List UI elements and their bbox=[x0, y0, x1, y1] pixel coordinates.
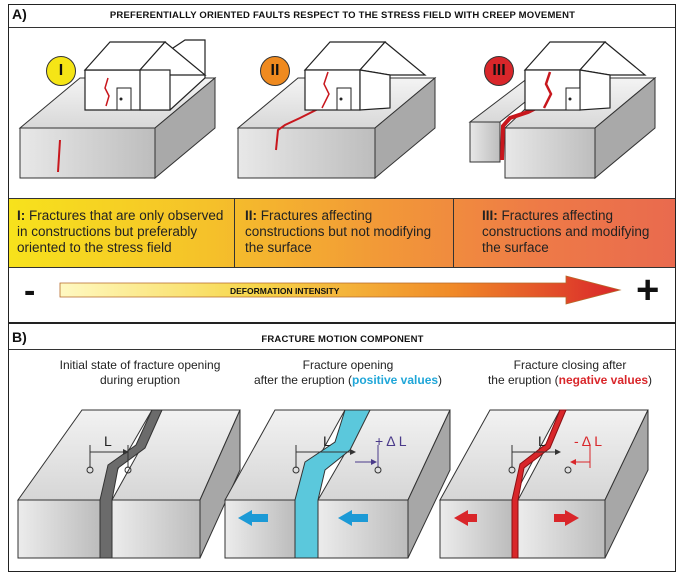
motion-block-closing bbox=[439, 409, 649, 559]
deformation-arrow bbox=[59, 275, 622, 305]
length-label-3: L bbox=[538, 433, 546, 449]
plus-sign: + bbox=[636, 268, 660, 312]
stage-3-badge: III bbox=[484, 56, 514, 86]
stage-3-bold: III: bbox=[482, 208, 498, 223]
panel-a-title: PREFERENTIALLY ORIENTED FAULTS RESPECT T… bbox=[109, 10, 576, 21]
panel-b-title: FRACTURE MOTION COMPONENT bbox=[261, 334, 424, 345]
motion-block-opening bbox=[224, 409, 451, 559]
caption-opening: Fracture opening after the eruption (pos… bbox=[253, 358, 443, 387]
panel-b-title-divider bbox=[9, 349, 675, 350]
panel-divider bbox=[9, 322, 675, 324]
stage-2-house bbox=[303, 41, 427, 111]
length-label-1: L bbox=[104, 433, 112, 449]
caption-initial: Initial state of fracture opening during… bbox=[59, 358, 221, 387]
stage-3-house bbox=[523, 41, 647, 111]
stage-2-text: Fractures affecting constructions but no… bbox=[245, 208, 432, 255]
length-label-2: L bbox=[323, 433, 331, 449]
stage-illustrations bbox=[18, 39, 657, 180]
stage-1-bold: I: bbox=[17, 208, 26, 223]
stage-2-badge: II bbox=[260, 56, 290, 86]
stage-3-description: III: Fractures affecting constructions a… bbox=[454, 198, 675, 268]
motion-block-initial bbox=[17, 409, 241, 559]
deformation-intensity-label: DEFORMATION INTENSITY bbox=[230, 286, 340, 296]
panel-b-label: B) bbox=[12, 329, 27, 345]
stage-3-text: Fractures affecting constructions and mo… bbox=[482, 208, 650, 255]
caption-closing: Fracture closing after the eruption (neg… bbox=[487, 358, 653, 387]
stage-1-description: I: Fractures that are only observed in c… bbox=[9, 198, 235, 268]
panel-a-title-divider bbox=[9, 27, 675, 28]
stage-color-bar bbox=[9, 198, 675, 268]
panel-a-label: A) bbox=[12, 6, 27, 22]
stage-1-badge: I bbox=[46, 56, 76, 86]
minus-delta-label: - Δ L bbox=[574, 433, 602, 449]
stage-2-bold: II: bbox=[245, 208, 257, 223]
stage-1-house bbox=[83, 39, 207, 111]
stage-2-description: II: Fractures affecting constructions bu… bbox=[235, 198, 454, 268]
negative-values-highlight: negative values bbox=[558, 373, 649, 387]
stage-1-text: Fractures that are only observed in cons… bbox=[17, 208, 224, 255]
plus-delta-label: + Δ L bbox=[375, 433, 407, 449]
positive-values-highlight: positive values bbox=[352, 373, 439, 387]
minus-sign: - bbox=[24, 272, 36, 310]
motion-illustrations: L L + Δ L L - Δ L bbox=[17, 409, 649, 559]
